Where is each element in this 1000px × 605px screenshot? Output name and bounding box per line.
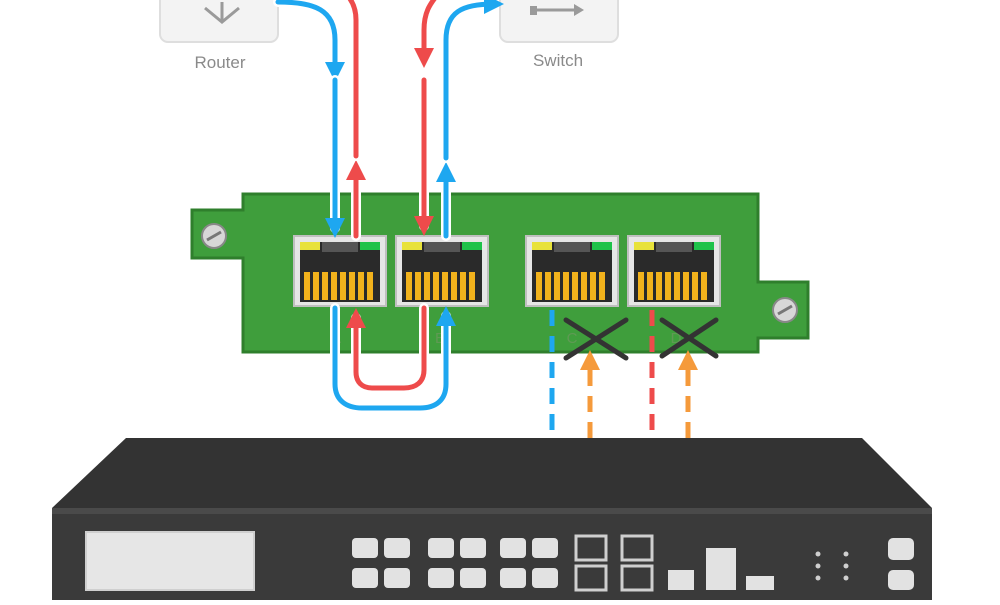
port-b: B [395,235,489,347]
appliance-status-leds [815,551,849,581]
switch-device: Switch [499,0,619,70]
cross-c-icon [563,317,629,361]
port-d-led-green [694,242,714,250]
appliance-side-buttons [888,538,914,590]
switch-icon [530,4,584,16]
appliance-lcd-panel [85,531,255,591]
port-c: C [525,235,619,347]
appliance-misc-ports [668,548,774,590]
port-c-led-green [592,242,612,250]
left-screw-icon [201,223,227,249]
router-device: Router [159,0,279,72]
bypass-card: A B [190,192,810,354]
port-d-label: D [671,330,682,347]
port-b-label: B [435,330,445,347]
port-a-led-green [360,242,380,250]
port-c-led-yellow [532,242,552,250]
port-d: D [627,235,721,347]
port-d-led-yellow [634,242,654,250]
bypass-traffic-paths [273,0,504,413]
appliance-sfp-slots [574,534,654,592]
port-b-led-green [462,242,482,250]
switch-label: Switch [533,51,583,70]
right-screw-icon [772,297,798,323]
router-icon [204,2,240,24]
port-a-led-yellow [300,242,320,250]
port-c-label: C [567,330,578,347]
port-b-led-yellow [402,242,422,250]
cross-d-icon [659,317,719,359]
appliance-port-grid [352,538,558,588]
network-appliance [52,438,932,605]
router-label: Router [194,53,245,72]
port-a: A [293,235,387,347]
